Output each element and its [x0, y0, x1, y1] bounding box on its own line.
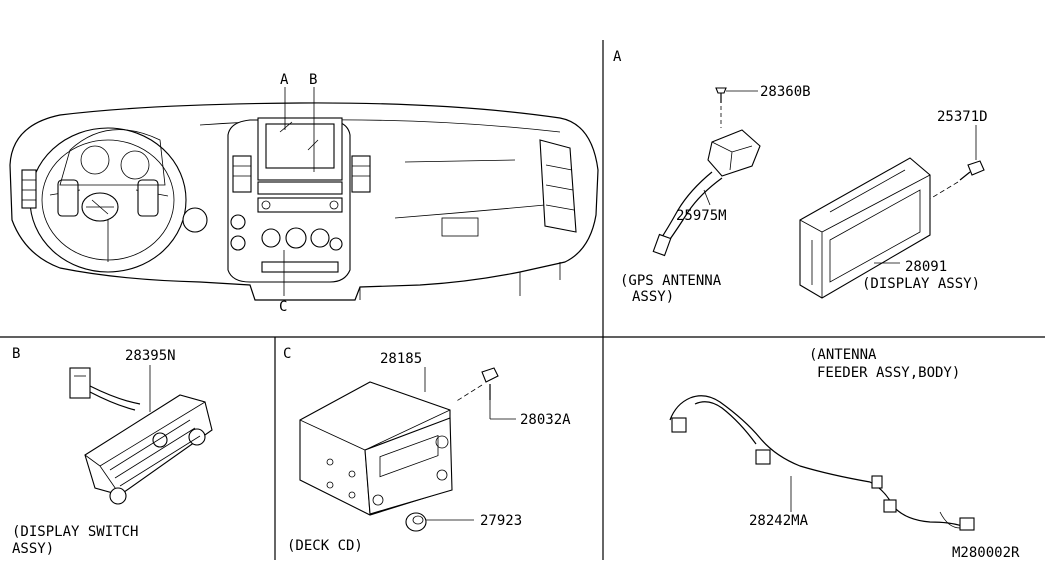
caption-antenna-line2: FEEDER ASSY,BODY): [817, 365, 960, 381]
callout-b: B: [309, 72, 317, 88]
part-28360b: 28360B: [760, 84, 811, 100]
part-28185: 28185: [380, 351, 422, 367]
part-28242ma: 28242MA: [749, 513, 809, 529]
caption-display-switch-line2: ASSY): [12, 541, 54, 557]
part-28091: 28091: [905, 259, 947, 275]
antenna-feeder-drawing: [669, 395, 975, 531]
deck-cd-drawing: [299, 367, 516, 532]
panel-dividers: [0, 40, 1045, 560]
callout-a: A: [280, 72, 289, 88]
part-25975m: 25975M: [676, 208, 727, 224]
dashboard-drawing: [9, 87, 599, 301]
display-assy-drawing: [799, 125, 985, 299]
part-28032a: 28032A: [520, 412, 571, 428]
display-switch-drawing: [69, 365, 213, 505]
callout-c: C: [279, 299, 287, 315]
caption-antenna-line1: (ANTENNA: [809, 347, 877, 363]
part-28395n: 28395N: [125, 348, 176, 364]
caption-gps-line2: ASSY): [632, 289, 674, 305]
caption-gps-line1: (GPS ANTENNA: [620, 273, 722, 289]
caption-deck-cd: (DECK CD): [287, 538, 363, 554]
section-label-a: A: [613, 49, 622, 65]
part-27923: 27923: [480, 513, 522, 529]
gps-antenna-drawing: [652, 87, 761, 257]
labels: A B C A B C 28360B 25371D 25975M 28091 2…: [12, 49, 1020, 561]
caption-display-switch-line1: (DISPLAY SWITCH: [12, 524, 138, 540]
drawing-number: M280002R: [952, 545, 1020, 561]
caption-display-assy: (DISPLAY ASSY): [862, 276, 980, 292]
part-25371d: 25371D: [937, 109, 988, 125]
section-label-b: B: [12, 346, 20, 362]
section-label-c: C: [283, 346, 291, 362]
